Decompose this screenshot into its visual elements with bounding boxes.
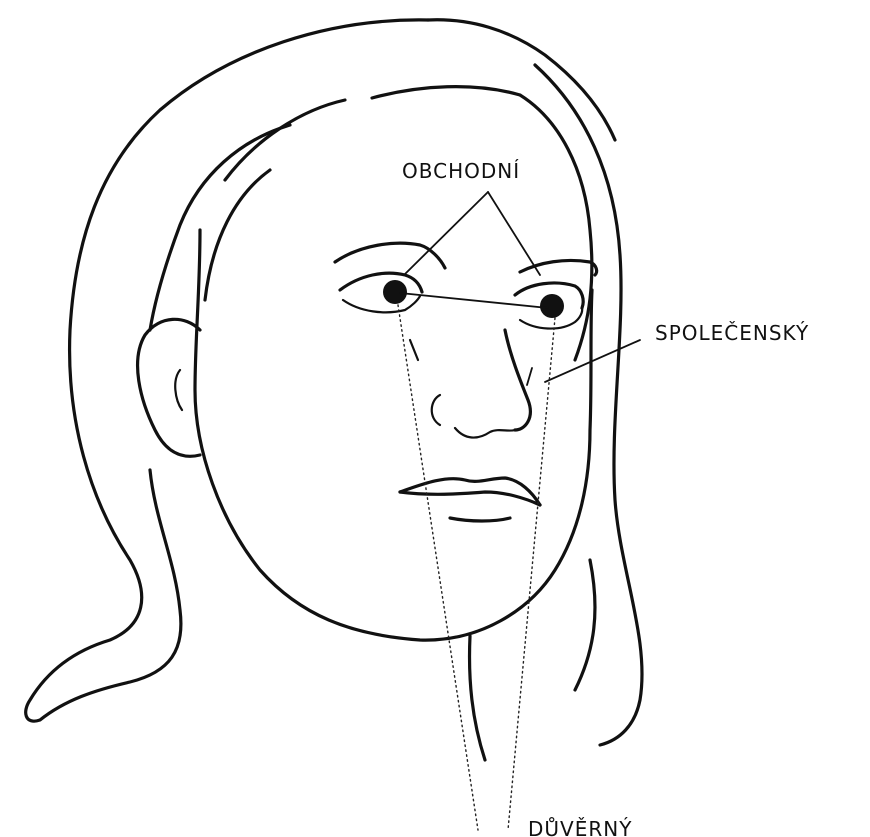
nose-bottom: [455, 428, 515, 438]
social-pointer-tick: [527, 368, 532, 385]
intimate-line-left: [398, 305, 478, 830]
hair-right-neck: [575, 560, 595, 690]
ear-inner: [175, 370, 182, 410]
hair-right: [535, 65, 642, 745]
intimate-zone-lines: [398, 305, 555, 830]
hair-part: [372, 87, 520, 98]
business-pointer-left: [404, 192, 488, 275]
mouth: [400, 478, 540, 521]
ear-outer: [138, 319, 200, 456]
intimate-line-right: [508, 318, 555, 830]
label-business: OBCHODNÍ: [402, 159, 520, 183]
nose: [410, 330, 530, 438]
hair-strand-left-2: [225, 100, 345, 180]
nose-dash: [410, 340, 418, 360]
hair-strand-left: [150, 125, 290, 330]
lip-lower: [450, 518, 510, 521]
business-zone-pointers: [404, 192, 540, 275]
lips-line: [400, 492, 540, 505]
neck-left: [470, 636, 485, 760]
hair-outer-top: [428, 20, 615, 140]
pupil-right: [540, 294, 564, 318]
pupil-left: [383, 280, 407, 304]
nose-bridge: [505, 330, 530, 430]
social-zone-pointer: [527, 340, 640, 385]
hair-outer-left: [26, 20, 428, 721]
eye-line: [400, 293, 548, 308]
business-pointer-right: [488, 192, 540, 275]
hair-strand-left-3: [205, 170, 270, 300]
label-social: SPOLEČENSKÝ: [655, 321, 809, 345]
nose-left-wing: [432, 395, 440, 425]
hair-right-inner: [520, 95, 592, 360]
brow-left: [335, 243, 445, 268]
ear: [138, 319, 200, 456]
eye-left-lower: [343, 296, 420, 312]
eyes: [340, 273, 583, 328]
eye-connector: [400, 293, 548, 308]
label-intimate: DŮVĚRNÝ: [528, 817, 632, 837]
eye-left-upper: [340, 273, 422, 292]
eyebrows: [335, 243, 597, 275]
